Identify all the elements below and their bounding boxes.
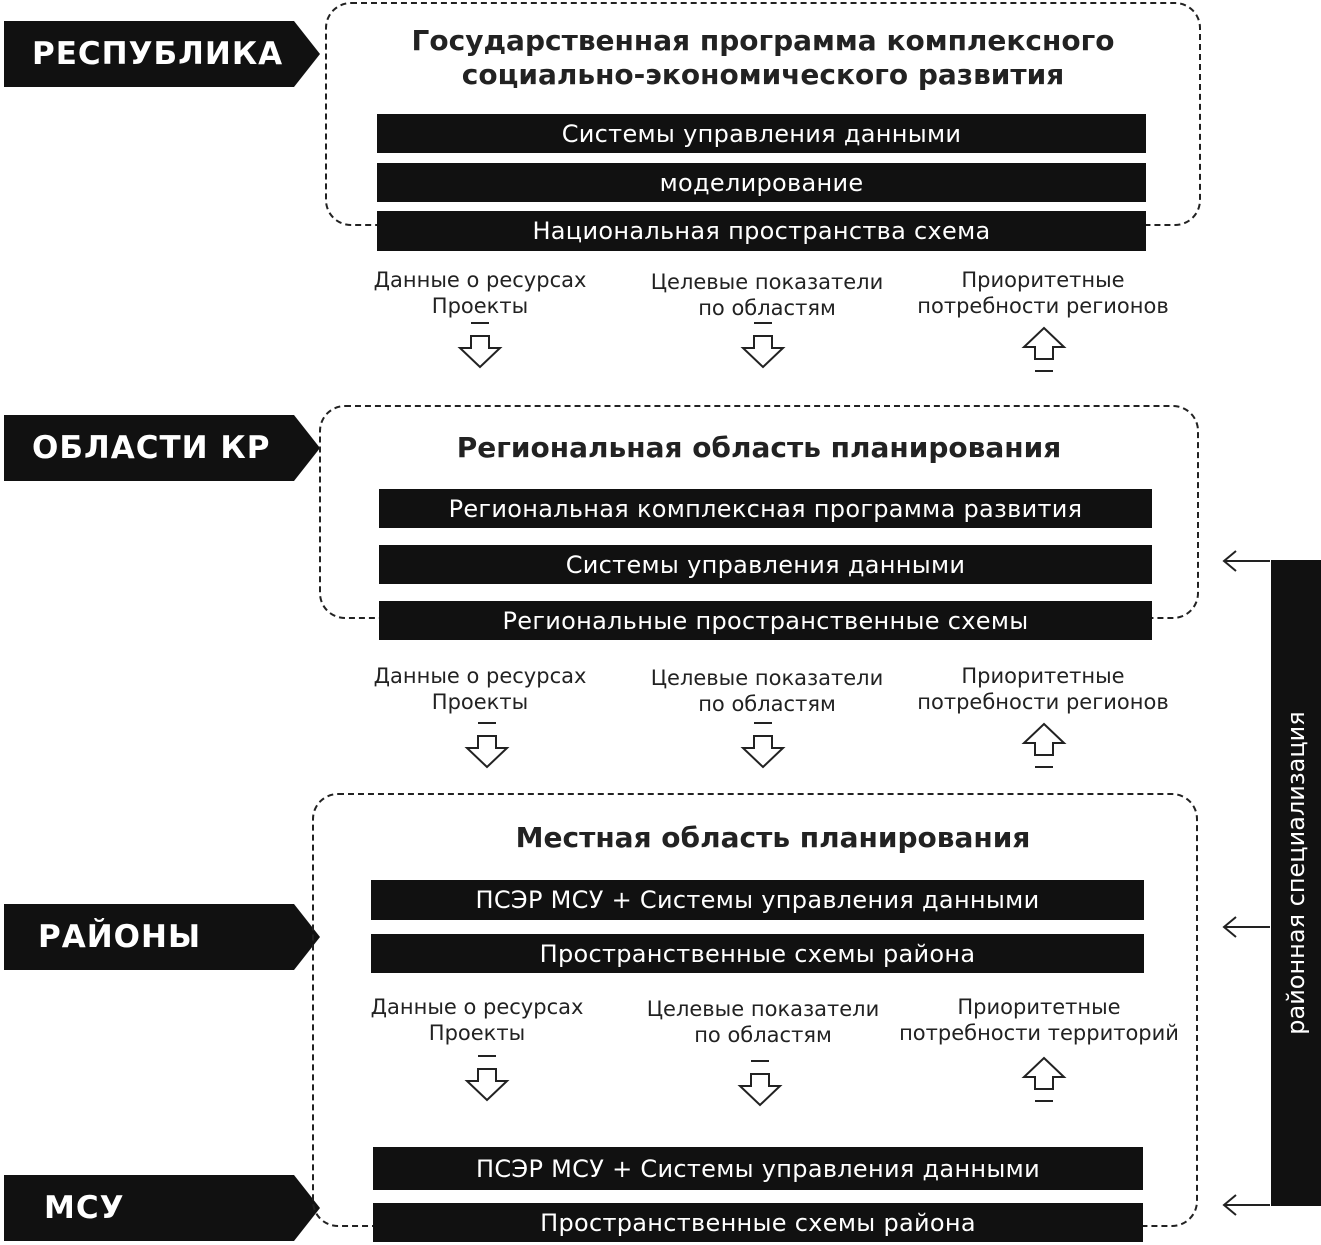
msu-bar-psar-data: ПСЭР МСУ + Системы управления данными <box>373 1147 1143 1190</box>
flow-line: Данные о ресурсах <box>373 664 587 688</box>
district-specialization-bar <box>1271 560 1321 1206</box>
flow-resources-text: Данные о ресурсах Проекты <box>371 994 584 1046</box>
flow-line: Проекты <box>431 294 529 318</box>
hollow-down-arrow-icon <box>740 722 786 769</box>
hollow-down-arrow-icon <box>464 1055 510 1102</box>
flow-line: потребности регионов <box>917 690 1169 714</box>
level-tag-label: РАЙОНЫ <box>38 919 202 955</box>
local-bar-psar-data: ПСЭР МСУ + Системы управления данными <box>371 880 1144 920</box>
hollow-down-arrow-icon <box>457 322 503 369</box>
flow-line: потребности регионов <box>917 294 1169 318</box>
msu-bar-district-schemes: Пространственные схемы района <box>373 1203 1143 1242</box>
regional-bar-data-systems: Системы управления данными <box>379 545 1152 584</box>
national-title-line2: социально-экономического развития <box>461 58 1065 91</box>
level-tag-label: ОБЛАСТИ КР <box>32 430 271 466</box>
left-arrow-icon <box>1222 916 1270 938</box>
district-specialization-label: районная специализация <box>1282 711 1310 1035</box>
level-tag-msu: МСУ <box>4 1175 320 1241</box>
flow-line: Целевые показатели <box>650 666 884 690</box>
national-bar-data-systems: Системы управления данными <box>377 114 1146 153</box>
level-tag-republic: РЕСПУБЛИКА <box>4 21 320 87</box>
flow-line: по областям <box>698 692 836 716</box>
hollow-down-arrow-icon <box>464 722 510 769</box>
left-arrow-icon <box>1222 550 1270 572</box>
flow-resources-text: Данные о ресурсах Проекты <box>374 663 587 715</box>
hollow-up-arrow-icon <box>1021 722 1067 768</box>
flow-line: Приоритетные <box>961 268 1125 292</box>
flow-line: Целевые показатели <box>646 997 880 1021</box>
flow-resources-text: Данные о ресурсах Проекты <box>374 267 587 319</box>
hollow-up-arrow-icon <box>1021 1056 1067 1102</box>
level-tag-rayony: РАЙОНЫ <box>4 904 320 970</box>
national-bar-spatial-scheme: Национальная пространства схема <box>377 211 1146 251</box>
regional-bar-program: Региональная комплексная программа разви… <box>379 489 1152 528</box>
national-panel-title: Государственная программа комплексного с… <box>325 24 1201 92</box>
flow-targets-text: Целевые показатели по областям <box>651 665 884 717</box>
flow-line: потребности территорий <box>899 1021 1179 1045</box>
hollow-up-arrow-icon <box>1021 326 1067 372</box>
flow-line: Проекты <box>428 1021 526 1045</box>
hollow-down-arrow-icon <box>737 1060 783 1107</box>
regional-panel-title: Региональная область планирования <box>456 431 1062 464</box>
left-arrow-icon <box>1222 1194 1270 1216</box>
flow-targets-text: Целевые показатели по областям <box>647 996 880 1048</box>
hollow-down-arrow-icon <box>740 322 786 369</box>
flow-needs-text: Приоритетные потребности территорий <box>899 994 1179 1046</box>
flow-targets-text: Целевые показатели по областям <box>651 269 884 321</box>
flow-needs-text: Приоритетные потребности регионов <box>917 663 1168 715</box>
flow-line: Приоритетные <box>957 995 1121 1019</box>
regional-bar-spatial-schemes: Региональные пространственные схемы <box>379 601 1152 640</box>
flow-line: Приоритетные <box>961 664 1125 688</box>
flow-line: Данные о ресурсах <box>373 268 587 292</box>
national-bar-modeling: моделирование <box>377 163 1146 202</box>
flow-line: по областям <box>694 1023 832 1047</box>
national-title-line1: Государственная программа комплексного <box>411 24 1115 57</box>
flow-needs-text: Приоритетные потребности регионов <box>917 267 1168 319</box>
local-panel-title: Местная область планирования <box>515 821 1031 854</box>
flow-line: Проекты <box>431 690 529 714</box>
flow-line: Данные о ресурсах <box>370 995 584 1019</box>
level-tag-label: РЕСПУБЛИКА <box>32 36 284 72</box>
level-tag-oblasti: ОБЛАСТИ КР <box>4 415 320 481</box>
flow-line: по областям <box>698 296 836 320</box>
level-tag-label: МСУ <box>44 1190 125 1226</box>
local-bar-district-schemes: Пространственные схемы района <box>371 934 1144 973</box>
flow-line: Целевые показатели <box>650 270 884 294</box>
